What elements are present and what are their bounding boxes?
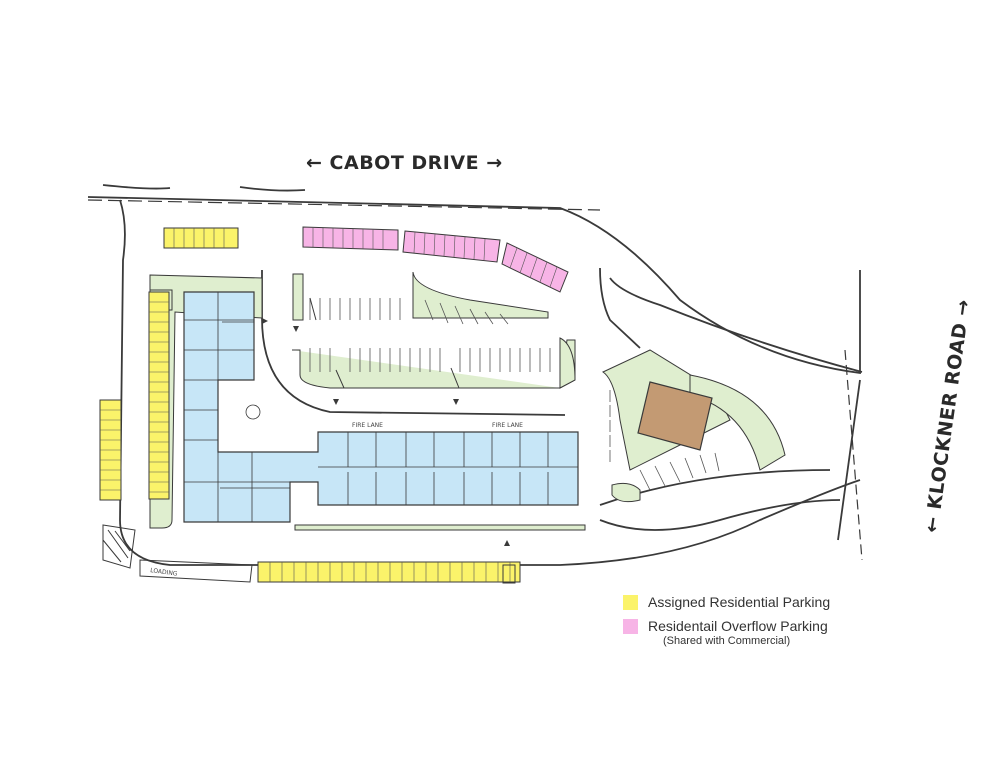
assigned-residential-parking [99, 227, 521, 583]
arrow-down-icon: ← [920, 514, 945, 535]
arrow-left-icon: ← [306, 152, 323, 174]
legend: Assigned Residential Parking Residentail… [623, 590, 830, 647]
cabot-drive-label: ← CABOT DRIVE → [306, 152, 503, 174]
residential-building [183, 291, 579, 523]
fire-lane-label-1: FIRE LANE [352, 422, 383, 429]
general-parking-stalls [309, 298, 720, 491]
arrow-up-icon: → [950, 297, 976, 318]
yellow-swatch [623, 594, 638, 610]
commercial-building [637, 381, 713, 451]
road-outlines [87, 184, 863, 566]
arrow-right-icon: → [486, 152, 503, 174]
building-unit-lines [184, 292, 578, 522]
cabot-drive-name: CABOT DRIVE [329, 152, 480, 174]
hatched-areas [102, 297, 516, 584]
loading-label: LOADING [150, 567, 178, 578]
overflow-parking [302, 226, 569, 293]
fire-lane-label-2: FIRE LANE [492, 422, 523, 429]
legend-note: (Shared with Commercial) [663, 635, 791, 647]
assigned-parking-stall-lines [100, 228, 511, 582]
entry-arrows [262, 318, 510, 546]
legend-label: Assigned Residential Parking [648, 594, 831, 610]
legend-label: Residentail Overflow Parking [648, 618, 828, 634]
overflow-parking-stall-lines [312, 227, 558, 288]
legend-item-overflow: Residentail Overflow Parking [623, 614, 830, 638]
pink-swatch [623, 618, 638, 634]
legend-item-assigned: Assigned Residential Parking [623, 590, 830, 614]
